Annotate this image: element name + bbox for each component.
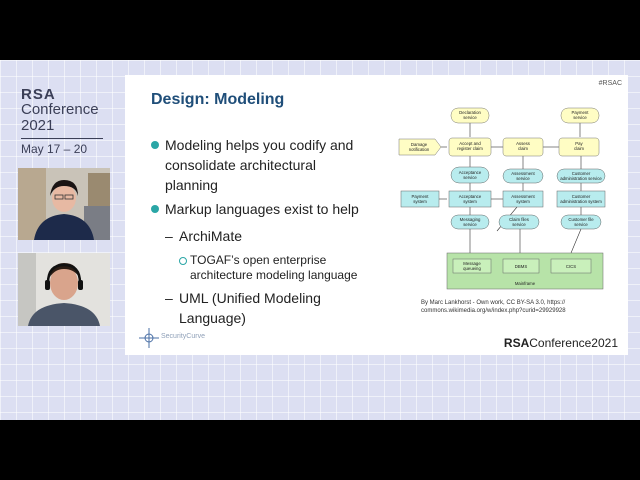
conference-year: 2021: [21, 117, 55, 134]
slide-title: Design: Modeling: [151, 91, 285, 108]
svg-text:system: system: [413, 199, 427, 204]
svg-text:CICS: CICS: [566, 264, 576, 269]
svg-text:service: service: [573, 115, 587, 120]
sub-item-label: ArchiMate: [179, 228, 243, 244]
detail-line: TOGAF’s open enterprise: [190, 253, 327, 267]
svg-text:service: service: [516, 176, 530, 181]
bullet-modeling: Modeling helps you codify and consolidat…: [151, 135, 353, 195]
svg-text:Acceptance: Acceptance: [459, 194, 482, 199]
svg-text:Customer file: Customer file: [568, 217, 594, 222]
svg-text:Payment: Payment: [572, 110, 590, 115]
rsa-wordmark: RSA: [21, 86, 56, 103]
sub-item-archimate: – ArchiMate: [165, 228, 243, 244]
hollow-bullet-icon: [179, 257, 187, 265]
brand-divider: [21, 138, 103, 139]
svg-text:service: service: [512, 222, 526, 227]
svg-text:service: service: [463, 222, 477, 227]
svg-text:Assess: Assess: [516, 141, 530, 146]
compass-icon: [139, 328, 159, 348]
conference-background: RSA Conference 2021 May 17 – 20: [0, 60, 640, 420]
sub-item-label: UML (Unified Modeling: [179, 290, 321, 306]
dash-marker: –: [165, 228, 173, 244]
svg-text:Damage: Damage: [411, 142, 428, 147]
archimate-detail: TOGAF’s open enterprise architecture mod…: [179, 253, 357, 283]
svg-text:register claim: register claim: [457, 146, 483, 151]
svg-text:system: system: [463, 199, 477, 204]
svg-text:Payment: Payment: [412, 194, 430, 199]
rsac-footer-logo: RSAConference2021: [504, 336, 618, 350]
credit-line: By Marc Lankhorst - Own work, CC BY-SA 3…: [421, 300, 566, 306]
bullet-text-line: Modeling helps you codify and: [165, 137, 354, 153]
footer-conference-wordmark: Conference2021: [529, 336, 618, 350]
svg-text:system: system: [516, 199, 530, 204]
svg-text:Mainframe: Mainframe: [515, 281, 536, 286]
detail-line: architecture modeling language: [190, 268, 358, 282]
rsa-conference-branding: RSA Conference 2021 May 17 – 20: [21, 87, 103, 156]
svg-text:Pay: Pay: [575, 141, 583, 146]
svg-text:administration system: administration system: [560, 199, 602, 204]
bullet-markup: Markup languages exist to help: [151, 199, 359, 219]
presentation-slide: #RSAC Design: Modeling Modeling helps yo…: [125, 75, 628, 355]
svg-text:administration service: administration service: [560, 176, 602, 181]
footer-rsa-wordmark: RSA: [503, 336, 530, 350]
declaration-service: Declaration: [459, 110, 481, 115]
svg-text:claim: claim: [574, 146, 584, 151]
securitycurve-logo: SecurityCurve: [139, 328, 205, 350]
svg-text:Assessment: Assessment: [511, 171, 535, 176]
conference-dates: May 17 – 20: [21, 142, 88, 156]
bullet-dot: [151, 141, 159, 149]
dash-marker: –: [165, 290, 173, 306]
svg-text:service: service: [463, 115, 477, 120]
svg-text:Messaging: Messaging: [460, 217, 481, 222]
svg-text:DBMS: DBMS: [515, 264, 528, 269]
svg-text:Assessment: Assessment: [511, 194, 535, 199]
bullet-text-line: planning: [165, 177, 218, 193]
svg-text:Message: Message: [463, 261, 481, 266]
svg-text:service: service: [463, 175, 477, 180]
image-credit: By Marc Lankhorst - Own work, CC BY-SA 3…: [421, 299, 606, 315]
archimate-diagram: Declaration service Payment service Acce…: [395, 103, 620, 298]
speaker-video-1: [18, 168, 110, 240]
svg-text:notification: notification: [409, 147, 430, 152]
bullet-text-line: consolidate architectural: [165, 157, 316, 173]
svg-text:service: service: [574, 222, 588, 227]
svg-text:Acceptance: Acceptance: [459, 170, 482, 175]
bullet-text-line: Markup languages exist to help: [165, 201, 359, 217]
slide-hashtag: #RSAC: [598, 80, 622, 87]
speaker-video-2: [18, 253, 110, 326]
credit-line: commons.wikimedia.org/w/index.php?curid=…: [421, 308, 566, 314]
bullet-dot: [151, 205, 159, 213]
conference-wordmark: Conference: [21, 101, 99, 118]
svg-text:Accept and: Accept and: [459, 141, 481, 146]
svg-text:claim: claim: [518, 146, 528, 151]
sub-item-label: Language): [179, 310, 246, 326]
svg-text:Customer: Customer: [572, 171, 591, 176]
securitycurve-label: SecurityCurve: [161, 333, 205, 340]
svg-text:Customer: Customer: [572, 194, 591, 199]
svg-text:Claim files: Claim files: [509, 217, 529, 222]
svg-text:queueing: queueing: [463, 266, 481, 271]
sub-item-uml: – UML (Unified Modeling Language): [165, 288, 321, 328]
